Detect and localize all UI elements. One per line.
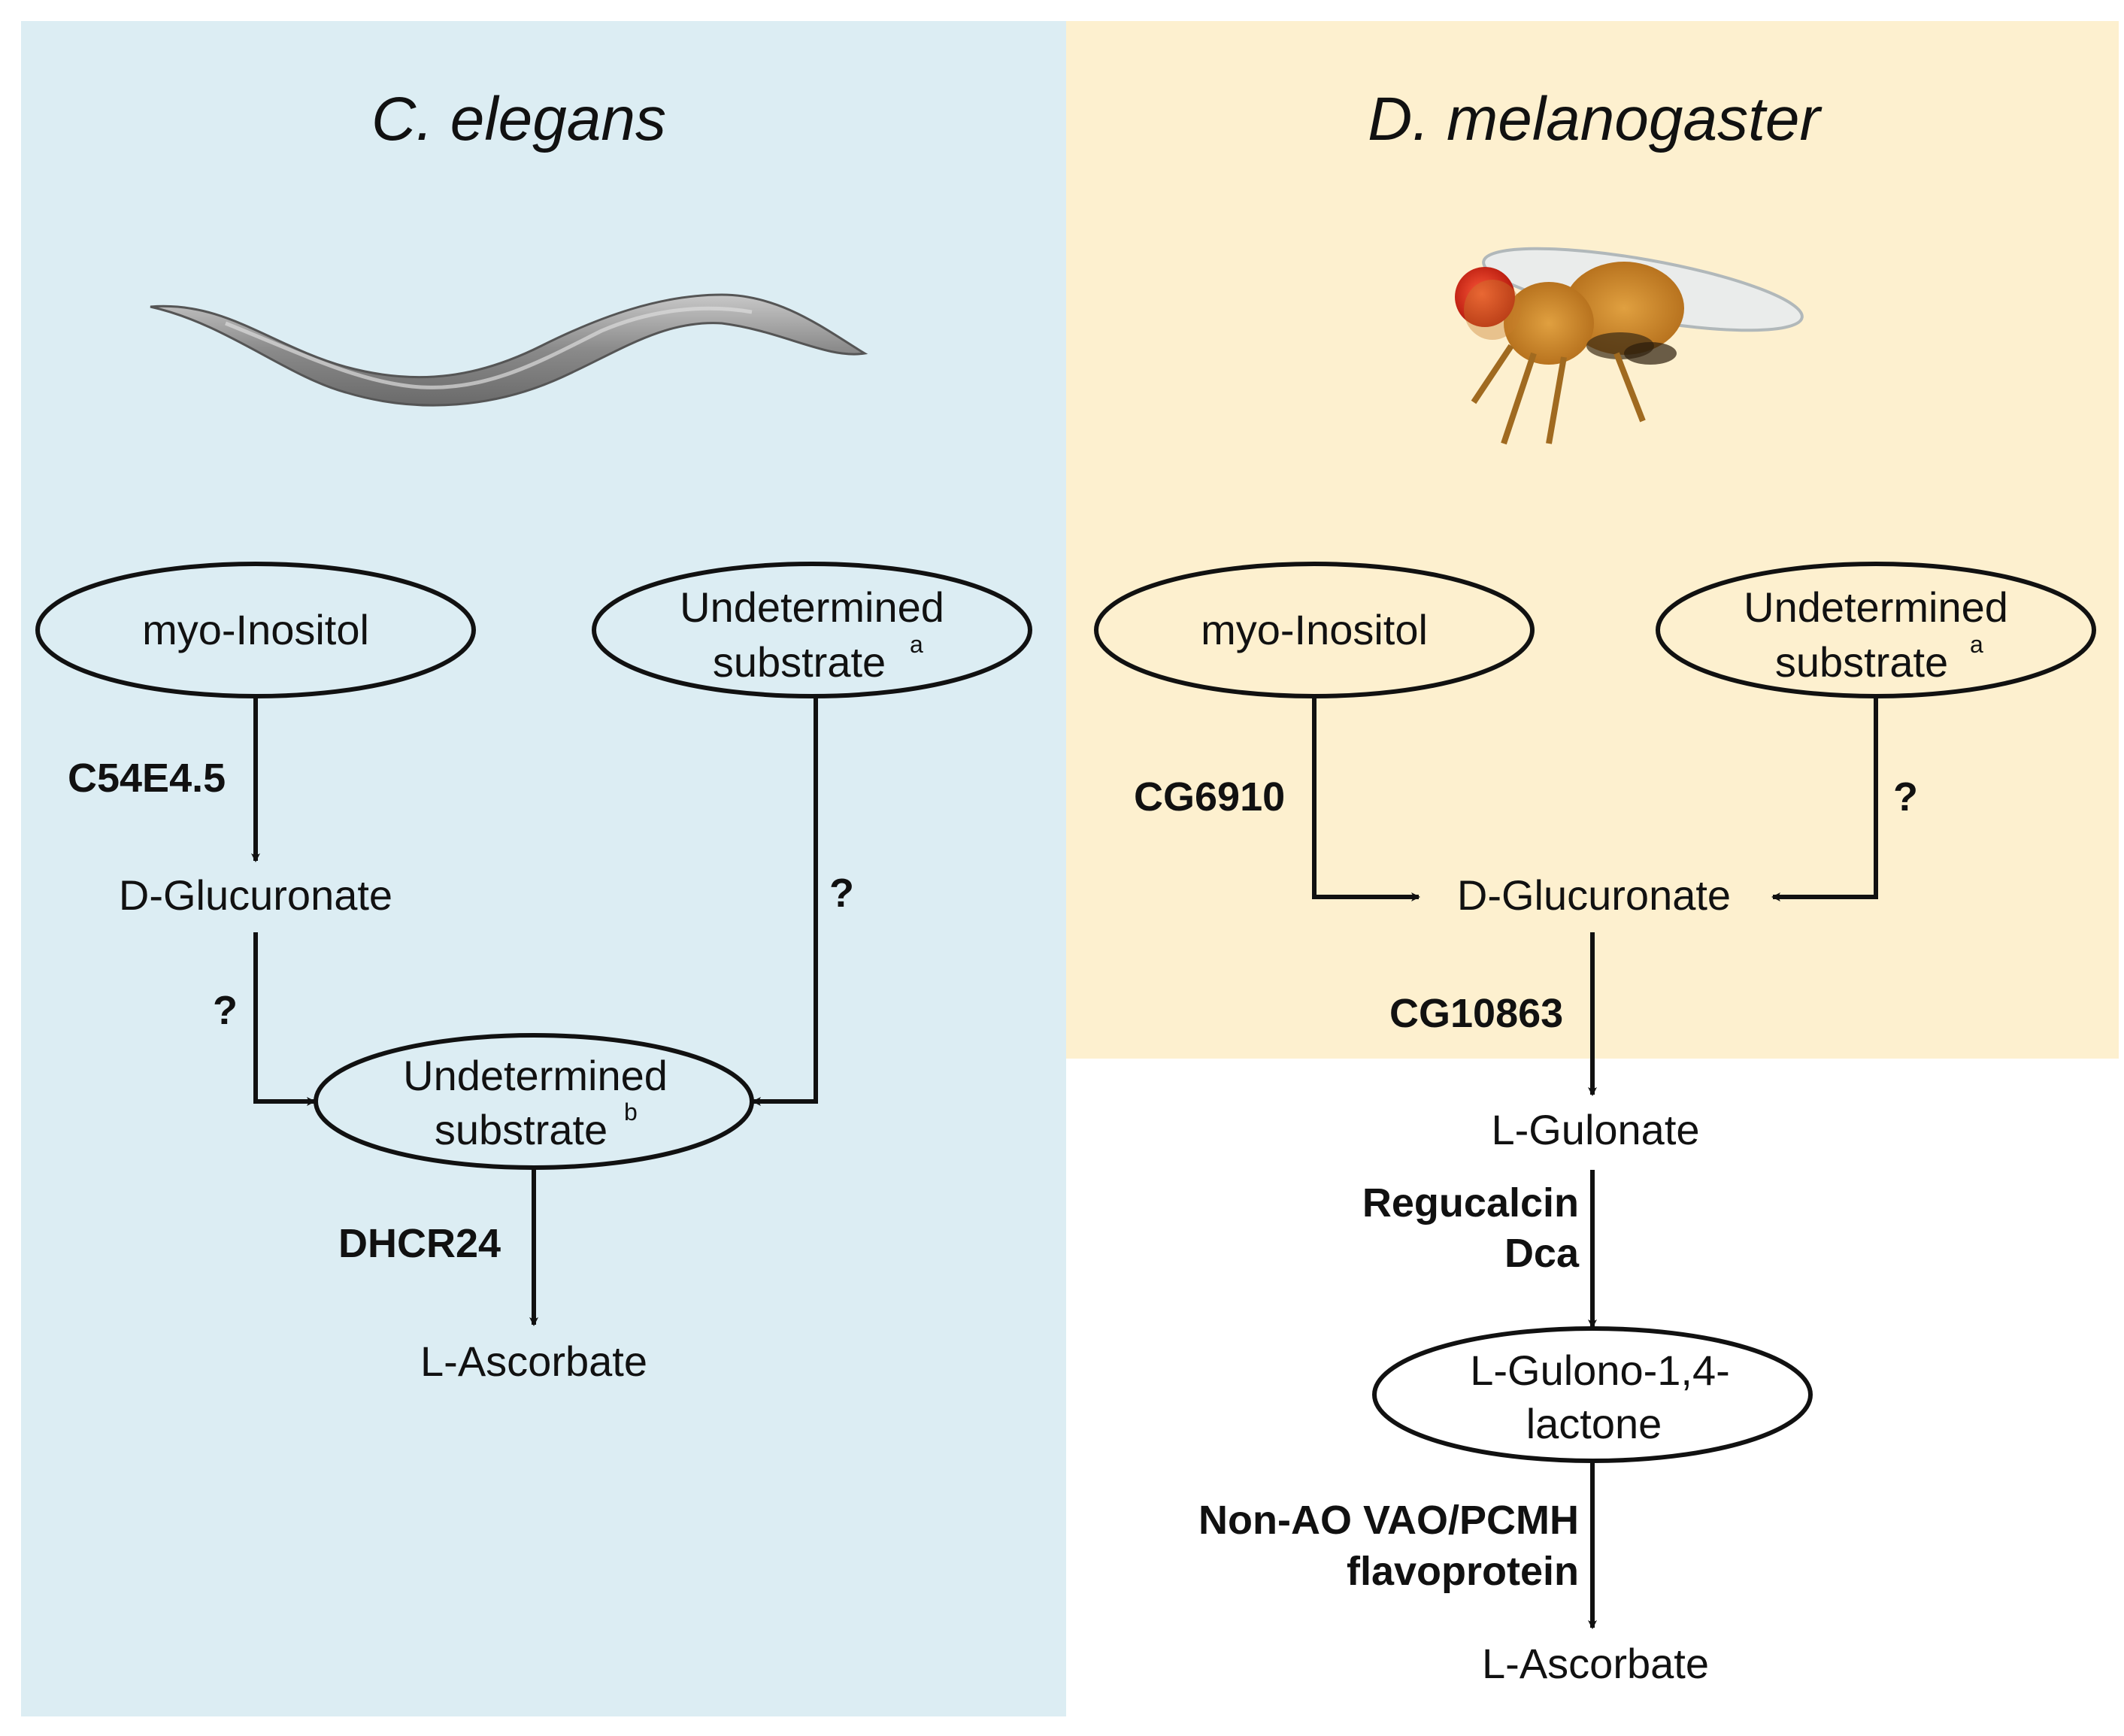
nematode-worm-image <box>150 293 868 407</box>
c-elegans-title: C. elegans <box>371 85 667 153</box>
node-l-ascorbate-right-label: L-Ascorbate <box>1482 1640 1709 1687</box>
node-undetermined-a-sup: a <box>910 631 923 658</box>
arrow-undetermined-a-to-glucuronate-right <box>1771 697 1878 901</box>
enzyme-q-left-2: ? <box>829 871 854 916</box>
node-d-glucuronate-right-label: D-Glucuronate <box>1457 871 1731 919</box>
enzyme-dhcr24: DHCR24 <box>338 1221 501 1266</box>
node-undetermined-a-line1: Undetermined <box>680 583 944 631</box>
node-undetermined-a-right-ellipse <box>1656 562 2096 698</box>
node-undetermined-b-line2: substrate <box>435 1106 608 1153</box>
node-myo-inositol-right-label: myo-Inositol <box>1201 606 1428 653</box>
c-elegans-pathway: myo-Inositol Undetermined substrate a C5… <box>35 562 1032 1385</box>
enzyme-regucalcin: Regucalcin <box>1362 1180 1579 1226</box>
node-d-glucuronate-label: D-Glucuronate <box>119 871 392 919</box>
node-undetermined-a-ellipse <box>592 562 1032 698</box>
enzyme-dca: Dca <box>1504 1231 1580 1276</box>
node-myo-inositol-ellipse <box>35 562 476 698</box>
node-undetermined-b-sup: b <box>624 1098 638 1126</box>
enzyme-non-ao-vao-pcmh: Non-AO VAO/PCMH <box>1198 1498 1579 1543</box>
arrow-glucuronate-to-undetermined-b <box>253 932 316 1106</box>
d-melanogaster-panel <box>1066 21 2119 1059</box>
enzyme-q-right: ? <box>1893 774 1918 820</box>
enzyme-flavoprotein: flavoprotein <box>1347 1549 1579 1594</box>
node-undetermined-a-right-sup: a <box>1970 631 1983 658</box>
enzyme-cg10863: CG10863 <box>1389 991 1563 1036</box>
c-elegans-panel <box>21 21 1066 1716</box>
node-l-gulonate-label: L-Gulonate <box>1491 1106 1699 1153</box>
node-l-ascorbate-left-label: L-Ascorbate <box>420 1338 647 1385</box>
d-melanogaster-pathway: myo-Inositol Undetermined substrate a CG… <box>1094 562 2096 1687</box>
enzyme-cg6910: CG6910 <box>1134 774 1285 820</box>
node-undetermined-a-line2: substrate <box>713 638 886 686</box>
arrow-myo-to-glucuronate-right <box>1312 697 1420 901</box>
arrow-undetermined-a-to-undetermined-b <box>752 697 818 1106</box>
node-myo-inositol-right-ellipse <box>1094 562 1535 698</box>
node-l-gulono-lactone-line2: lactone <box>1526 1400 1662 1447</box>
enzyme-c54e4-5: C54E4.5 <box>68 756 226 801</box>
node-undetermined-b-line1: Undetermined <box>403 1052 668 1099</box>
node-myo-inositol-label: myo-Inositol <box>142 606 369 653</box>
enzyme-q-left-1: ? <box>213 988 238 1033</box>
node-undetermined-a-right-line1: Undetermined <box>1744 583 2008 631</box>
d-melanogaster-title: D. melanogaster <box>1368 85 1820 153</box>
node-undetermined-a-right-line2: substrate <box>1775 638 1948 686</box>
fruit-fly-image <box>1455 247 1804 445</box>
node-l-gulono-lactone-line1: L-Gulono-1,4- <box>1470 1347 1730 1394</box>
